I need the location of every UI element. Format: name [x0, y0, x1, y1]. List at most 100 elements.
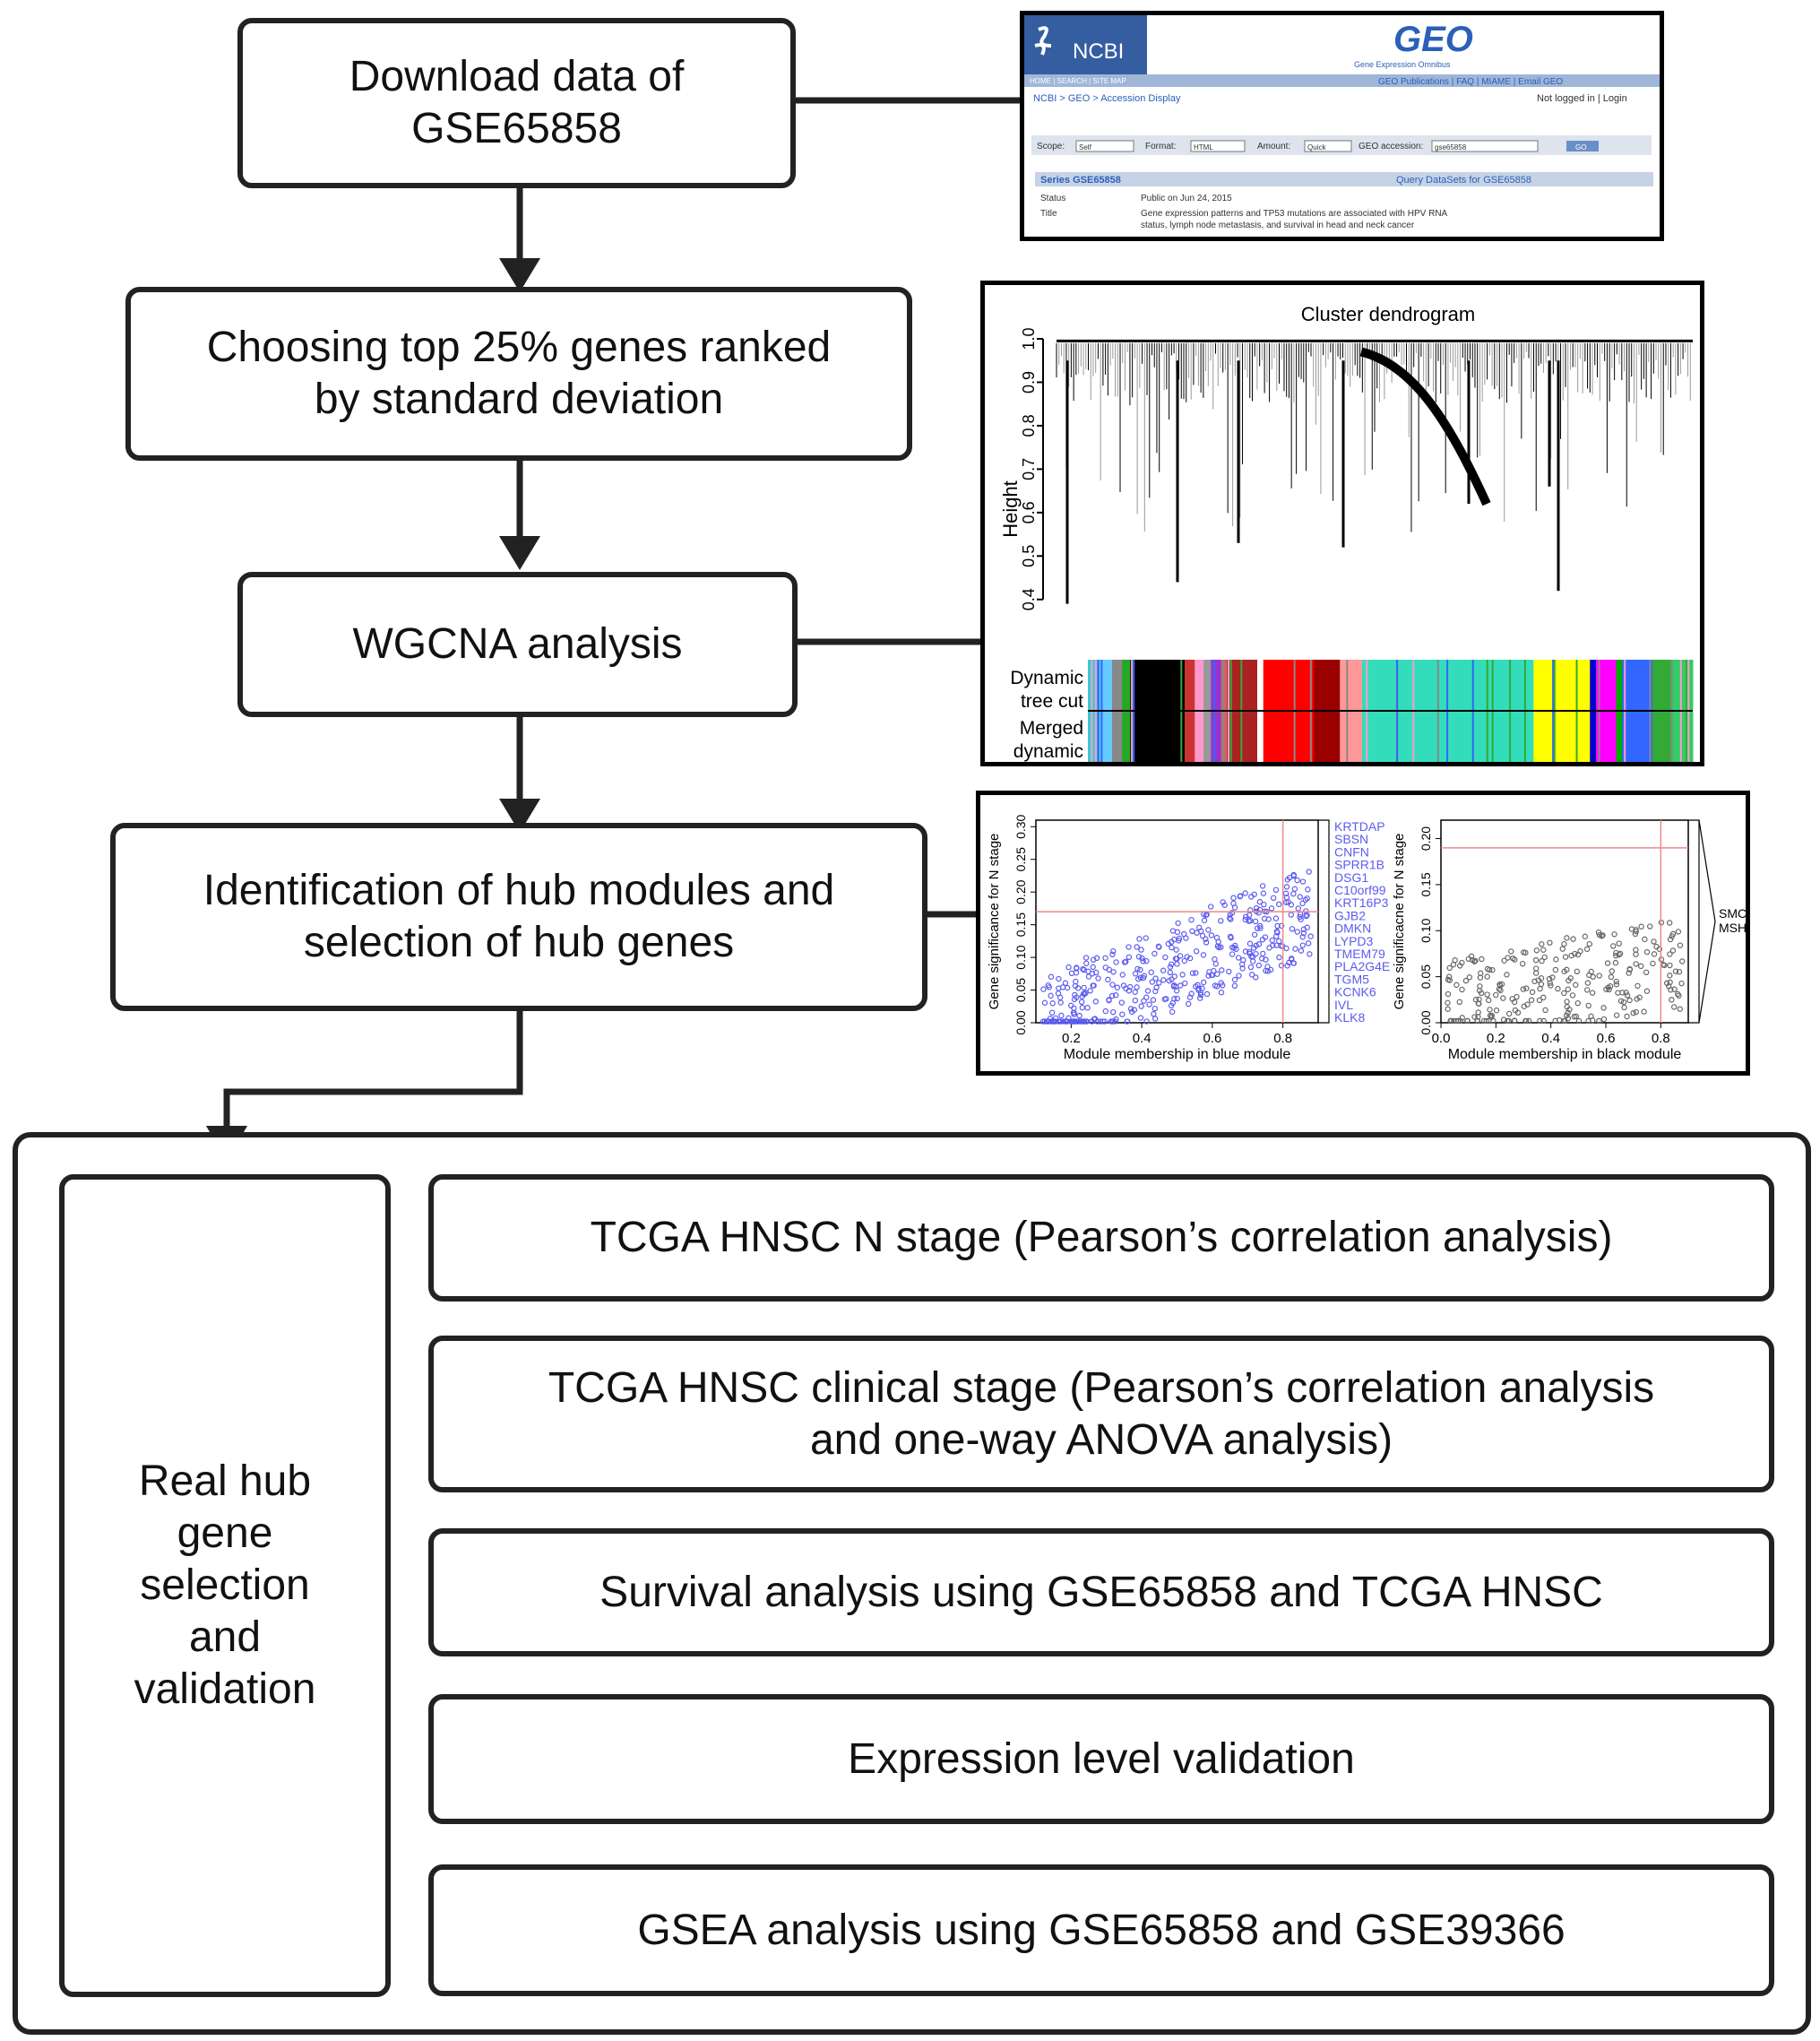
hub-gene-label: KCNK6: [1334, 985, 1376, 999]
data-point: [1472, 997, 1479, 1003]
data-point: [1508, 948, 1514, 955]
data-point: [1486, 997, 1492, 1004]
data-point: [1156, 944, 1162, 950]
data-point: [1274, 922, 1281, 930]
data-point: [1586, 940, 1592, 947]
hub-gene-label: TGM5: [1334, 972, 1369, 986]
data-point: [1184, 954, 1190, 960]
geo-logo-sub: Gene Expression Omnibus: [1354, 60, 1451, 69]
data-point: [1675, 990, 1681, 998]
data-point: [1064, 984, 1071, 991]
x-axis-label: Module membership in black module: [1448, 1047, 1682, 1062]
data-point: [1057, 1018, 1063, 1025]
data-point: [1259, 937, 1266, 943]
dynamic-tree-cut-color: [1100, 660, 1113, 710]
data-point: [1246, 948, 1253, 956]
data-point: [1174, 961, 1180, 967]
data-point: [1138, 1003, 1144, 1009]
row-label-tree-cut: tree cut: [1021, 691, 1083, 712]
data-point: [1479, 956, 1485, 963]
geo-format-value: HTML: [1194, 143, 1213, 151]
hub-gene-label: DSG1: [1334, 870, 1368, 885]
geo-accession-value: gse65858: [1435, 143, 1467, 151]
data-point: [1307, 933, 1314, 939]
data-point: [1193, 970, 1199, 976]
geo-breadcrumb[interactable]: NCBI > GEO > Accession Display: [1033, 93, 1181, 104]
data-point: [1171, 973, 1177, 980]
data-point: [1134, 944, 1140, 950]
data-point: [1290, 890, 1297, 897]
geo-login[interactable]: Not logged in | Login: [1537, 93, 1627, 104]
geo-go-button[interactable]: [1566, 141, 1599, 151]
data-point: [1171, 996, 1177, 1002]
dynamic-tree-cut-color: [1340, 660, 1363, 710]
data-point: [1093, 969, 1100, 976]
geo-menu-right[interactable]: GEO Publications | FAQ | MIAME | Email G…: [1378, 77, 1563, 87]
merged-dynamic-color: [1263, 712, 1315, 762]
data-point: [1102, 1008, 1108, 1015]
data-point: [1540, 947, 1547, 953]
data-point: [1048, 992, 1054, 999]
data-point: [1065, 1015, 1072, 1022]
data-point: [1169, 961, 1175, 967]
dynamic-tree-cut-color: [1652, 660, 1673, 710]
y-tick-label: 0.25: [1014, 847, 1028, 871]
data-point: [1488, 1014, 1495, 1020]
dynamic-tree-cut-color: [1203, 660, 1212, 710]
data-point: [1094, 1018, 1100, 1025]
data-point: [1097, 1018, 1104, 1025]
text-line: and: [188, 1613, 262, 1661]
data-point: [1049, 1000, 1056, 1007]
text-line: WGCNA analysis: [352, 620, 683, 668]
geo-query-link[interactable]: Query DataSets for GSE65858: [1396, 175, 1531, 186]
dynamic-tree-cut-color: [1211, 660, 1221, 710]
hub-gene-label: PLA2G4E: [1334, 959, 1390, 973]
data-point: [1616, 940, 1622, 947]
data-point: [1219, 982, 1226, 989]
data-point: [1529, 989, 1536, 996]
data-point: [1604, 960, 1611, 966]
validation-item-text: GSEA analysis using GSE65858 and GSE3936…: [637, 1905, 1565, 1957]
data-point: [1633, 961, 1639, 967]
data-point: [1078, 999, 1085, 1006]
data-point: [1152, 1016, 1159, 1022]
validation-item-text: TCGA HNSC clinical stage (Pearson’s corr…: [548, 1362, 1654, 1466]
data-point: [1197, 991, 1204, 999]
data-point: [1619, 990, 1626, 996]
data-point: [1255, 910, 1262, 916]
data-point: [1248, 894, 1255, 900]
data-point: [1143, 935, 1149, 941]
geo-format-select[interactable]: [1190, 140, 1246, 152]
data-point: [1298, 947, 1305, 954]
data-point: [1119, 1011, 1126, 1017]
geo-title-label: Title: [1040, 209, 1057, 219]
data-point: [1246, 940, 1254, 947]
data-point: [1295, 905, 1301, 912]
geo-accession-input[interactable]: [1431, 140, 1539, 152]
y-tick-label: 0.30: [1014, 814, 1028, 838]
data-point: [1459, 986, 1465, 993]
data-point: [1153, 984, 1160, 990]
dynamic-tree-cut-color: [1590, 660, 1597, 710]
y-tick-label: 0.05: [1419, 964, 1433, 989]
geo-scope-select[interactable]: [1075, 140, 1134, 152]
data-point: [1504, 972, 1510, 978]
data-point: [1653, 943, 1660, 950]
data-point: [1633, 947, 1639, 953]
geo-menu-left[interactable]: HOME | SEARCH | SITE MAP: [1030, 77, 1126, 85]
data-point: [1288, 902, 1295, 908]
geo-amount-select[interactable]: [1304, 140, 1352, 152]
data-point: [1300, 930, 1307, 937]
data-point: [1486, 1017, 1492, 1025]
data-point: [1445, 999, 1451, 1006]
y-tick-label: 0.7: [1020, 458, 1038, 480]
y-tick-label: 0.8: [1020, 414, 1038, 437]
data-point: [1600, 1016, 1608, 1023]
data-point: [1299, 934, 1306, 940]
data-point: [1456, 999, 1463, 1006]
data-point: [1232, 942, 1238, 949]
data-point: [1547, 980, 1553, 986]
data-point: [1638, 923, 1644, 930]
data-point: [1137, 974, 1144, 981]
data-point: [1102, 964, 1109, 971]
